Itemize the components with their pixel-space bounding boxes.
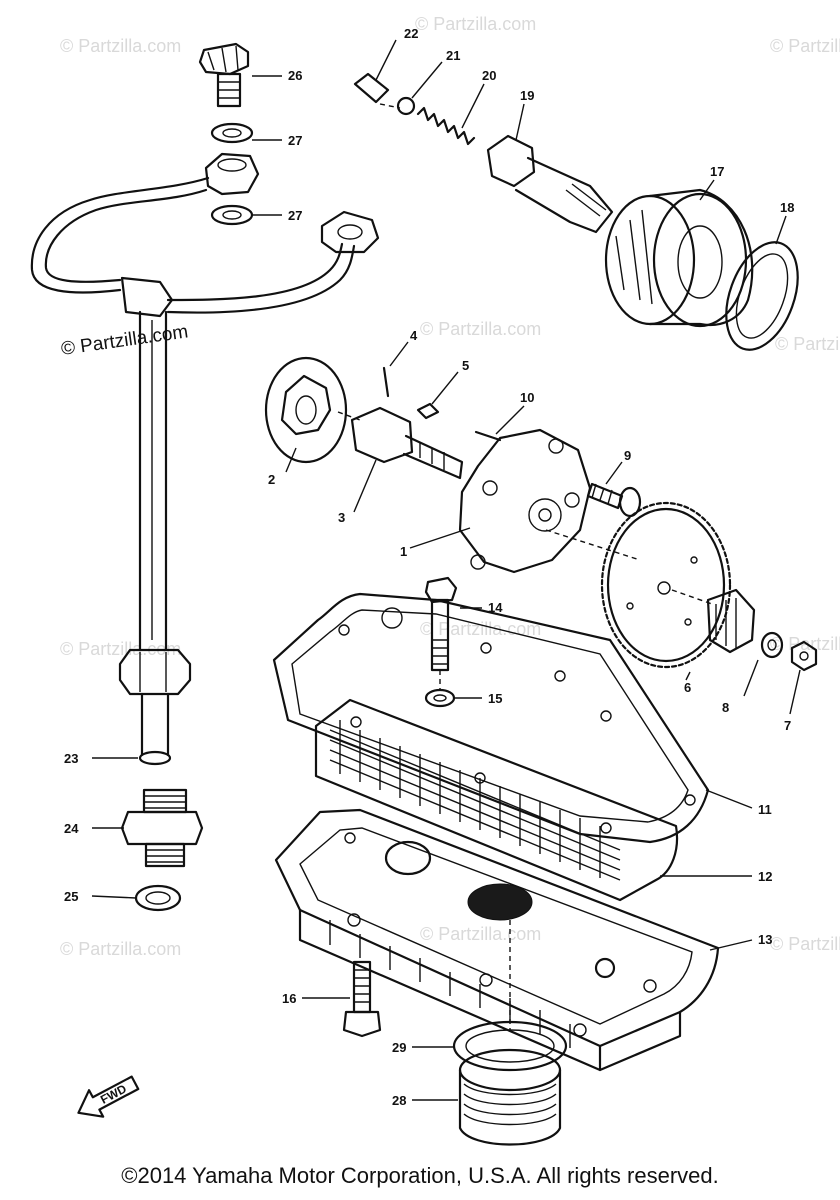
part-24-fitting [120,788,204,868]
gear-hub [706,588,756,654]
forward-direction-arrow: FWD [77,1075,140,1118]
callout-23: 23 [64,751,78,766]
part-5-key [416,402,440,420]
callout-11: 11 [758,802,772,817]
watermark: © Partzilla.com [60,939,181,959]
callout-14: 14 [488,600,503,615]
part-25-washer [134,884,182,912]
part-27-washer-lower [210,204,254,226]
callout-12: 12 [758,869,772,884]
watermark: © Partzilla.com [770,36,840,56]
callout-leaders [91,39,801,1101]
watermark: © Partzilla.com [60,639,181,659]
callout-5: 5 [462,358,469,373]
watermark: © Partzilla.com [420,924,541,944]
part-16-bolt [342,960,382,1038]
part-22-plug [353,72,390,104]
callout-27: 27 [288,208,302,223]
callout-3: 3 [338,510,345,525]
callout-19: 19 [520,88,534,103]
callout-6: 6 [684,680,691,695]
watermark: © Partzilla.com [775,334,840,354]
callout-16: 16 [282,991,296,1006]
part-21-ball [396,96,416,116]
part-27-washer-upper [210,122,254,144]
callout-10: 10 [520,390,534,405]
part-12-oil-strainer [314,698,679,902]
part-28-drain-plug [458,1048,562,1146]
part-17-oil-filter [604,188,754,328]
callout-18: 18 [780,200,794,215]
part-4-pin [382,366,390,398]
part-6-driven-gear [600,501,732,669]
callout-7: 7 [784,718,791,733]
callout-29: 29 [392,1040,406,1055]
callout-17: 17 [710,164,724,179]
part-2-pump-rotor [264,356,348,464]
part-23-pipe-end [138,750,172,766]
callout-27: 27 [288,133,302,148]
watermark: © Partzilla.com [420,619,541,639]
part-9-screw [586,482,642,518]
callout-4: 4 [410,328,418,343]
part-19-relief-valve [486,134,614,234]
callout-8: 8 [722,700,729,715]
callout-2: 2 [268,472,275,487]
part-8-washer [760,631,784,659]
callout-21: 21 [446,48,460,63]
callout-20: 20 [482,68,496,83]
part-7-nut [790,640,818,672]
part-10-dowel [474,430,502,442]
assembly-centerlines [337,103,713,1030]
watermark: © Partzilla.com [415,14,536,34]
watermark: © Partzilla.com [420,319,541,339]
part-20-spring [416,106,476,146]
oil-delivery-pipe [30,176,380,652]
callout-22: 22 [404,26,418,41]
callout-numbers: 26 27 27 22 21 20 19 17 18 4 5 10 9 2 3 … [64,26,794,1108]
callout-1: 1 [400,544,407,559]
part-26-banjo-bolt [198,42,250,108]
callout-26: 26 [288,68,302,83]
callout-13: 13 [758,932,772,947]
watermark-dark: © Partzilla.com [60,321,190,360]
callout-25: 25 [64,889,78,904]
part-15-washer [424,688,456,708]
watermark: © Partzilla.com [60,36,181,56]
callout-24: 24 [64,821,79,836]
part-1-pump-housing [458,428,592,574]
callout-28: 28 [392,1093,406,1108]
banjo-fitting [204,152,260,196]
part-18-o-ring [725,241,799,351]
copyright-notice: ©2014 Yamaha Motor Corporation, U.S.A. A… [121,1163,719,1188]
pipe-union-nut [118,648,192,757]
callout-9: 9 [624,448,631,463]
watermark: © Partzilla.com [770,634,840,654]
watermark: © Partzilla.com [770,934,840,954]
callout-15: 15 [488,691,502,706]
watermarks: © Partzilla.com © Partzilla.com © Partzi… [60,14,840,959]
part-13-oil-pan [274,808,720,1072]
part-3-pump-shaft [350,406,464,480]
